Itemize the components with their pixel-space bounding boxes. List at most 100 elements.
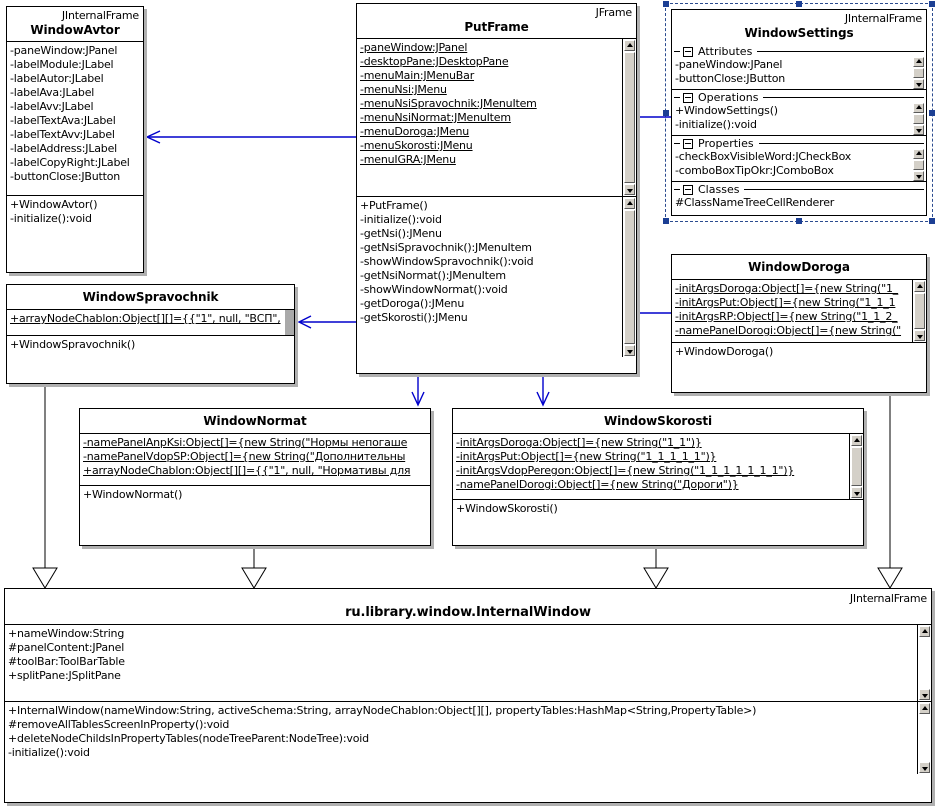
- collapse-box-icon[interactable]: [683, 138, 693, 149]
- scroll-down-icon[interactable]: [913, 125, 924, 135]
- scroll-down-icon[interactable]: [913, 79, 924, 89]
- operations-scrollbar[interactable]: [917, 702, 931, 774]
- attributes-scrollbar[interactable]: [285, 310, 294, 335]
- scroll-up-icon[interactable]: [624, 40, 635, 51]
- selection-handle[interactable]: [929, 1, 935, 7]
- scrollbar-thumb[interactable]: [624, 210, 635, 344]
- group-label: Operations: [698, 91, 759, 104]
- operation-item: +InternalWindow(nameWindow:String, activ…: [8, 704, 757, 717]
- group-header-properties[interactable]: Properties: [672, 136, 926, 150]
- operation-item: +WindowNormat(): [83, 488, 183, 501]
- class-stereotype: JInternalFrame: [61, 9, 139, 22]
- group-rule-right: [758, 143, 924, 144]
- attribute-item: -menuNsi:JMenu: [360, 83, 447, 96]
- operation-list: +PutFrame() -initialize():void -getNsi()…: [357, 197, 636, 327]
- attributes-scrollbar[interactable]: [912, 280, 926, 342]
- attributes-scrollbar[interactable]: [912, 57, 925, 89]
- attribute-item: -labelAvv:JLabel: [10, 100, 94, 113]
- selection-handle[interactable]: [663, 1, 669, 7]
- selection-frame: [663, 1, 935, 224]
- scroll-up-icon[interactable]: [919, 703, 930, 714]
- attributes-compartment: Attributes -paneWindow:JPanel -buttonClo…: [672, 44, 926, 89]
- selection-handle[interactable]: [796, 218, 802, 224]
- scroll-up-icon[interactable]: [913, 149, 924, 159]
- scroll-down-icon[interactable]: [851, 487, 862, 498]
- group-rule-left: [674, 51, 680, 52]
- attributes-scrollbar[interactable]: [622, 39, 636, 196]
- scroll-down-icon[interactable]: [913, 171, 924, 181]
- group-rule-left: [674, 143, 680, 144]
- attribute-item: #panelContent:JPanel: [8, 641, 125, 654]
- class-box-window-settings[interactable]: JInternalFrame WindowSettings Attributes…: [671, 9, 927, 216]
- connector-putframe-to-windowspravochnik: [297, 315, 356, 329]
- operation-list: +WindowSkorosti(): [453, 500, 863, 518]
- class-box-window-doroga[interactable]: WindowDoroga -initArgsDoroga:Object[]={n…: [671, 254, 927, 393]
- attribute-item: -initArgsDoroga:Object[]={new String("1_…: [456, 436, 702, 449]
- operation-item: -initialize():void: [360, 213, 442, 226]
- operations-compartment: +WindowSpravochnik(): [7, 335, 294, 380]
- attribute-item: -initArgsPut:Object[]={new String("1_1_1…: [456, 450, 717, 463]
- scrollbar-track[interactable]: [919, 714, 930, 762]
- scrollbar-track[interactable]: [919, 637, 930, 689]
- attributes-compartment: +nameWindow:String #panelContent:JPanel …: [5, 624, 931, 701]
- operations-compartment: +PutFrame() -initialize():void -getNsi()…: [357, 196, 636, 357]
- attribute-item: +arrayNodeChablon:Object[][]={{"1", null…: [10, 312, 281, 325]
- scrollbar-thumb[interactable]: [851, 447, 862, 486]
- operation-item: -showWindowNormat():void: [360, 283, 508, 296]
- scroll-up-icon[interactable]: [913, 57, 924, 67]
- class-box-window-normat[interactable]: WindowNormat -namePanelAnpKsi:Object[]={…: [79, 408, 431, 546]
- class-box-window-skorosti[interactable]: WindowSkorosti -initArgsDoroga:Object[]=…: [452, 408, 864, 546]
- attributes-compartment: -initArgsDoroga:Object[]={new String("1_…: [672, 279, 926, 342]
- selection-handle[interactable]: [663, 218, 669, 224]
- group-header-attributes[interactable]: Attributes: [672, 44, 926, 58]
- class-box-window-spravochnik[interactable]: WindowSpravochnik +arrayNodeChablon:Obje…: [6, 284, 295, 384]
- scrollbar-thumb[interactable]: [913, 68, 924, 78]
- operation-list: +WindowAvtor() -initialize():void: [7, 196, 143, 228]
- scroll-up-icon[interactable]: [914, 281, 925, 292]
- scrollbar-thumb[interactable]: [624, 52, 635, 183]
- scroll-down-icon[interactable]: [919, 689, 930, 700]
- selection-handle[interactable]: [929, 218, 935, 224]
- scrollbar-thumb[interactable]: [914, 293, 925, 329]
- selection-handle[interactable]: [929, 110, 935, 116]
- selection-handle[interactable]: [663, 110, 669, 116]
- generalization-windowspravochnik: [32, 387, 58, 589]
- scroll-down-icon[interactable]: [624, 184, 635, 195]
- attribute-item: -menuDoroga:JMenu: [360, 125, 470, 138]
- class-name: WindowSpravochnik: [82, 290, 219, 304]
- scrollbar-thumb[interactable]: [913, 114, 924, 124]
- collapse-box-icon[interactable]: [683, 184, 693, 195]
- collapse-box-icon[interactable]: [683, 92, 693, 103]
- attributes-scrollbar[interactable]: [849, 434, 863, 499]
- operations-scrollbar[interactable]: [622, 197, 636, 357]
- operations-scrollbar[interactable]: [912, 103, 925, 135]
- class-stereotype: JFrame: [595, 6, 633, 19]
- attribute-item: #toolBar:ToolBarTable: [8, 655, 125, 668]
- collapse-box-icon[interactable]: [683, 46, 693, 57]
- scroll-up-icon[interactable]: [919, 626, 930, 637]
- group-rule-left: [674, 97, 680, 98]
- scroll-up-icon[interactable]: [851, 435, 862, 446]
- scroll-down-icon[interactable]: [919, 762, 930, 773]
- scrollbar-thumb[interactable]: [913, 160, 924, 170]
- selection-handle[interactable]: [796, 1, 802, 7]
- class-header: WindowDoroga: [672, 255, 926, 279]
- properties-scrollbar[interactable]: [912, 149, 925, 181]
- class-box-window-avtor[interactable]: JInternalFrame WindowAvtor -paneWindow:J…: [6, 6, 144, 273]
- class-box-internal-window[interactable]: JInternalFrame ru.library.window.Interna…: [4, 588, 932, 803]
- scroll-up-icon[interactable]: [913, 103, 924, 113]
- attribute-list: -namePanelAnpKsi:Object[]={new String("Н…: [80, 434, 430, 480]
- class-header: JInternalFrame WindowSettings: [672, 10, 926, 44]
- class-box-put-frame[interactable]: JFrame PutFrame -paneWindow:JPanel -desk…: [356, 3, 637, 374]
- scroll-down-icon[interactable]: [914, 330, 925, 341]
- attributes-scrollbar[interactable]: [917, 625, 931, 701]
- class-header: WindowNormat: [80, 409, 430, 433]
- group-header-classes[interactable]: Classes: [672, 182, 926, 196]
- group-header-operations[interactable]: Operations: [672, 90, 926, 104]
- properties-compartment: Properties -checkBoxVisibleWord:JCheckBo…: [672, 135, 926, 181]
- attribute-list: -paneWindow:JPanel -buttonClose:JButton: [672, 58, 926, 87]
- property-list: -checkBoxVisibleWord:JCheckBox -comboBox…: [672, 150, 926, 179]
- scroll-up-icon[interactable]: [624, 198, 635, 209]
- class-name: PutFrame: [464, 20, 529, 34]
- scroll-down-icon[interactable]: [624, 345, 635, 356]
